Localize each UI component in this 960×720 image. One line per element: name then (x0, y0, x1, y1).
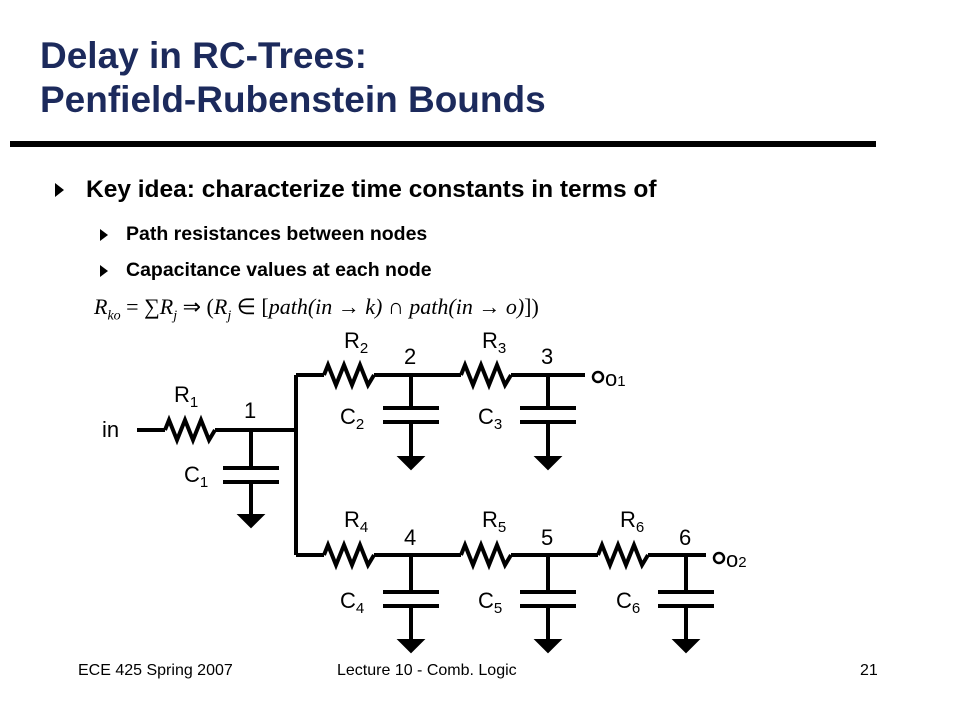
slide-title: Delay in RC-Trees: Penfield-Rubenstein B… (40, 34, 546, 122)
node-label-6: 6 (679, 525, 691, 550)
subbullet-path-resistances: Path resistances between nodes (100, 223, 427, 246)
node-label-1: 1 (244, 398, 256, 423)
ground-icon (533, 639, 563, 654)
node-label-5: 5 (541, 525, 553, 550)
label-c2: C2 (340, 404, 364, 433)
label-c1: C1 (184, 462, 208, 491)
label-c3: C3 (478, 404, 502, 433)
formula-close: ]) (524, 294, 539, 319)
formula-member: ∈ [ (231, 294, 269, 319)
input-label: in (102, 417, 119, 442)
footer-lecture: Lecture 10 - Comb. Logic (337, 662, 517, 679)
subbullet-capacitance-values: Capacitance values at each node (100, 259, 432, 282)
output-terminal-o1-icon (591, 370, 605, 384)
ground-icon (396, 456, 426, 471)
formula-intersect: ∩ (382, 294, 410, 319)
ground-icon (396, 639, 426, 654)
resistor-r5 (459, 539, 513, 571)
formula-equals: = (120, 294, 145, 319)
bullet-text: Capacitance values at each node (126, 259, 432, 281)
title-divider (10, 141, 876, 147)
footer-page-number: 21 (860, 662, 878, 679)
title-line-1: Delay in RC-Trees: (40, 35, 367, 76)
output-terminal-o2-icon (712, 551, 726, 565)
node-label-2: 2 (404, 344, 416, 369)
resistor-r4 (322, 539, 376, 571)
bullet-arrow-icon (100, 264, 108, 277)
resistor-r6 (596, 539, 650, 571)
label-r2: R2 (344, 328, 368, 357)
bullet-text: Key idea: characterize time constants in… (86, 176, 657, 203)
label-r6: R6 (620, 507, 644, 536)
ground-icon (236, 514, 266, 529)
output-label-o2: o2 (726, 547, 747, 572)
formula-implies: ⇒ ( (177, 294, 214, 319)
node-label-3: 3 (541, 344, 553, 369)
formula-sum: ∑ (144, 294, 160, 319)
label-r4: R4 (344, 507, 368, 536)
node-label-4: 4 (404, 525, 416, 550)
label-r1: R1 (174, 382, 198, 411)
formula-term: R (159, 294, 174, 319)
formula-term2: R (213, 294, 228, 319)
label-c5: C5 (478, 588, 502, 617)
ground-icon (671, 639, 701, 654)
label-c4: C4 (340, 588, 364, 617)
label-r3: R3 (482, 328, 506, 357)
bullet-arrow-icon (55, 183, 64, 197)
formula-term-sub: j (173, 308, 178, 324)
formula-lhs-sub: ko (107, 308, 121, 324)
formula-term2-sub: j (227, 308, 232, 324)
ground-icon (533, 456, 563, 471)
resistor-r3 (459, 359, 513, 391)
title-line-2: Penfield-Rubenstein Bounds (40, 79, 546, 120)
path-resistance-formula: Rko = ∑Rj ⇒ (Rj ∈ [path(in → k) ∩ path(i… (94, 294, 539, 324)
output-label-o1: o1 (605, 366, 626, 391)
resistor-r2 (322, 359, 376, 391)
formula-path2: path(in → o) (409, 294, 525, 319)
bullet-arrow-icon (100, 228, 108, 241)
label-r5: R5 (482, 507, 506, 536)
label-c6: C6 (616, 588, 640, 617)
bullet-key-idea: Key idea: characterize time constants in… (55, 176, 657, 204)
footer-course: ECE 425 Spring 2007 (78, 662, 233, 679)
bullet-text: Path resistances between nodes (126, 223, 428, 245)
formula-lhs: R (94, 294, 108, 319)
resistor-r1 (163, 414, 217, 446)
formula-path1: path(in → k) (268, 294, 383, 319)
